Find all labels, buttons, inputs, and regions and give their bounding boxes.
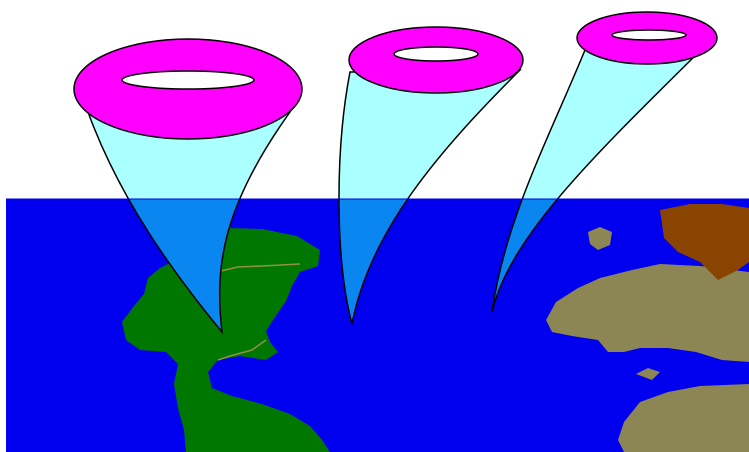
ring-middle [349, 27, 523, 93]
ring-right [577, 12, 717, 64]
ring-left [74, 39, 302, 139]
